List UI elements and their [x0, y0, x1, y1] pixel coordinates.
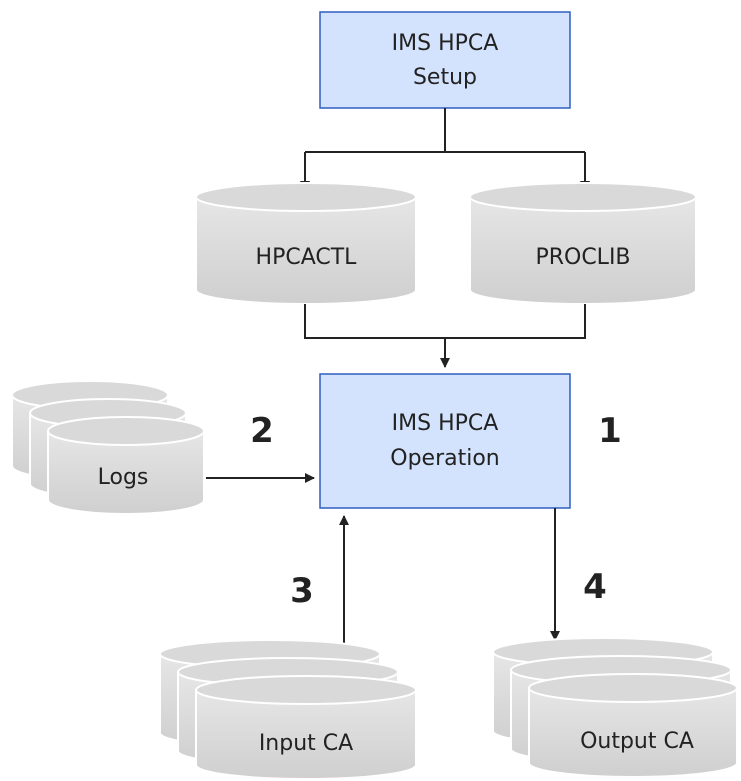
output-ca-label: Output CA: [580, 729, 694, 754]
operation-line1: IMS HPCA: [392, 411, 499, 436]
input-ca-label: Input CA: [259, 731, 353, 756]
step-number-4: 4: [583, 567, 607, 607]
operation-line2: Operation: [390, 446, 499, 471]
step-number-2: 2: [250, 411, 274, 451]
proclib-datastore: PROCLIB: [469, 182, 697, 305]
step-number-3: 3: [290, 571, 314, 611]
hpcactl-label: HPCACTL: [256, 245, 358, 270]
setup-connector: [300, 108, 590, 191]
operation-box: IMS HPCA Operation: [319, 373, 571, 509]
setup-line1: IMS HPCA: [392, 31, 499, 56]
step-number-1: 1: [598, 411, 622, 451]
setup-box: IMS HPCA Setup: [319, 11, 571, 109]
output-ca-datastore-stack: Output CA: [492, 637, 738, 778]
setup-line2: Setup: [413, 65, 477, 90]
proclib-label: PROCLIB: [535, 245, 630, 270]
hpcactl-datastore: HPCACTL: [195, 182, 417, 305]
input-ca-datastore-stack: Input CA: [159, 639, 417, 780]
logs-datastore-stack: Logs: [11, 380, 205, 515]
logs-label: Logs: [98, 465, 149, 490]
merge-connector: [304, 304, 586, 367]
